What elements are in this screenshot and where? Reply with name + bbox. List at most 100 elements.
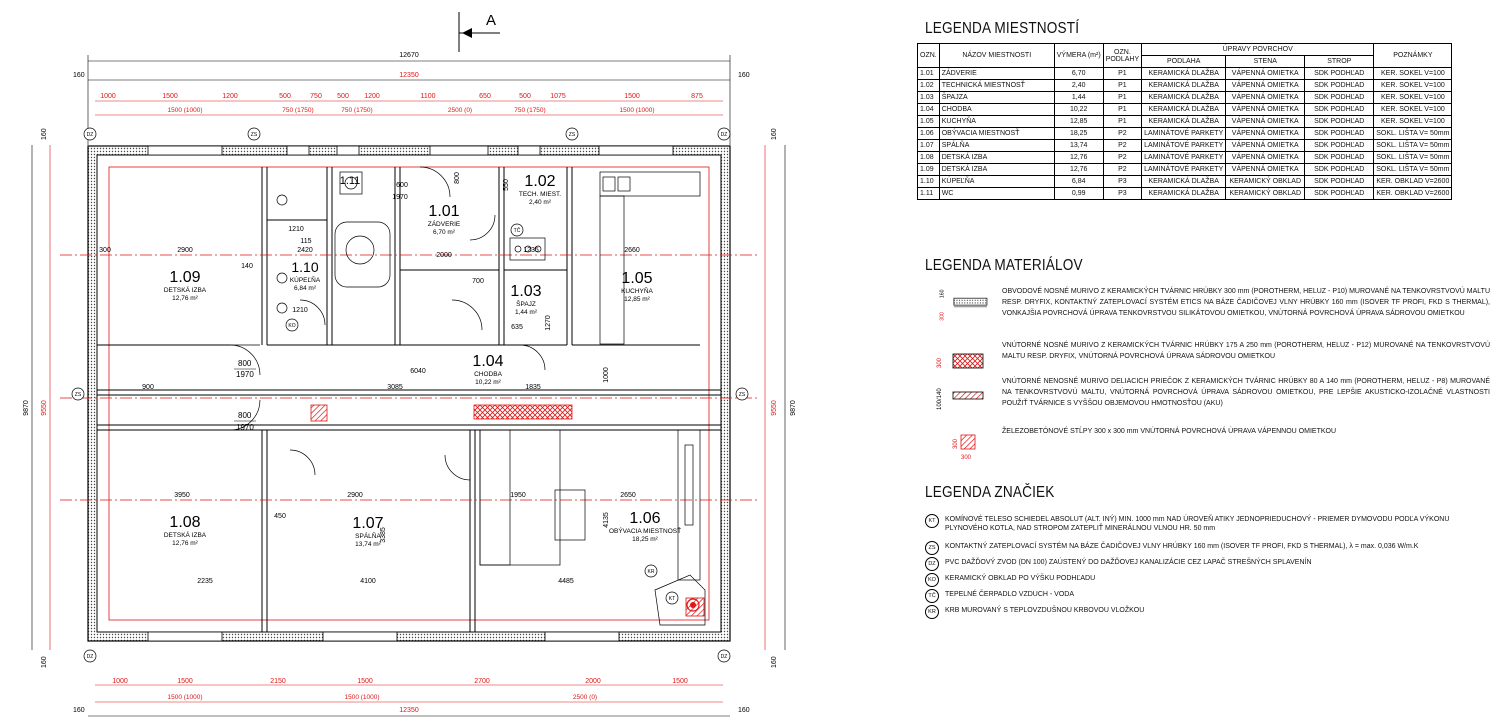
plan-symbol-tč: TČ (510, 223, 524, 237)
plan-symbol-label: ZS (251, 132, 258, 138)
plan-symbol-dz: DZ (83, 649, 97, 663)
inner-dim-25: 4135 (603, 512, 610, 528)
inner-dim-14: 1210 (288, 226, 304, 233)
dim-top-seg-5: 500 (337, 93, 349, 100)
rooms-table-cell: 18,25 (1053, 127, 1104, 140)
rooms-table-cell: SDK PODHĽAD (1304, 127, 1375, 140)
dim-top-seg-1: 1500 (162, 93, 178, 100)
door-label-2: 800 1970 (234, 411, 256, 432)
rooms-table-cell: KER. SOKEL V=100 (1373, 67, 1453, 80)
room-name: CHODBA (474, 371, 502, 378)
rooms-table-cell: KERAMICKÁ DLAŽBA (1141, 91, 1227, 104)
dim-top-opening-3: 2500 (0) (448, 107, 472, 114)
rooms-table-cell: P1 (1102, 79, 1143, 92)
dim-left-side-top: 160 (41, 128, 48, 140)
inner-dim-23: 300 (99, 247, 111, 254)
rooms-table-cell: 10,22 (1053, 103, 1104, 116)
rooms-table-cell: KER. SOKEL V=100 (1373, 91, 1453, 104)
rooms-table-cell: SOKL. LIŠTA V= 50mm (1373, 139, 1453, 152)
dim-right-side-top: 160 (771, 128, 778, 140)
inner-dim-0: 2900 (177, 247, 193, 254)
rooms-table-cell: SDK PODHĽAD (1304, 67, 1375, 80)
rooms-table-cell: 0,99 (1053, 187, 1104, 200)
rooms-table-cell: SDK PODHĽAD (1304, 79, 1375, 92)
plan-symbol-zs: ZS (565, 127, 579, 141)
inner-dim-11: 1835 (525, 384, 541, 391)
room-area: 12,85 m² (624, 296, 650, 303)
rooms-table-cell: 13,74 (1053, 139, 1104, 152)
room-number: 1.10 (291, 259, 318, 275)
rooms-table-cell: KER. SOKEL V=100 (1373, 115, 1453, 128)
room-name: KÚPEĽŇA (290, 275, 321, 284)
rooms-table-cell: ZÁDVERIE (938, 67, 1055, 80)
rooms-table-cell: 6,70 (1053, 67, 1104, 80)
rooms-table-cell: VÁPENNÁ OMIETKA (1225, 139, 1306, 152)
dims-bottom-openings: 1500 (1000)1500 (1000)2500 (0) (167, 694, 597, 701)
rooms-table-cell: LAMINÁTOVÉ PARKETY (1141, 139, 1227, 152)
inner-dim-5: 2650 (620, 492, 636, 499)
inner-dim-30: 450 (274, 513, 286, 520)
dim-bottom-seg-4: 2700 (474, 678, 490, 685)
rooms-table-cell: 1.09 (917, 163, 940, 176)
plan-symbol-label: DZ (721, 132, 728, 138)
dim-bottom-side-left: 160 (73, 707, 85, 714)
door-width-1: 800 (238, 359, 252, 368)
mark-symbol-icon: DZ (925, 557, 939, 571)
plan-symbol-label: ZS (739, 392, 746, 398)
section-marker-label: A (486, 12, 496, 29)
room-name: TECH. MIEST. (519, 191, 561, 198)
plan-symbol-kt: KT (665, 591, 679, 605)
rooms-table-cell: LAMINÁTOVÉ PARKETY (1141, 163, 1227, 176)
rooms-table-cell: TECHNICKÁ MIESTNOSŤ (938, 79, 1055, 92)
rooms-table-cell: LAMINÁTOVÉ PARKETY (1141, 127, 1227, 140)
room-number: 1.06 (629, 510, 660, 527)
room-area: 12,76 m² (172, 540, 198, 547)
dim-top-seg-12: 875 (691, 93, 703, 100)
room-number: 1.11 (340, 175, 361, 187)
plan-symbol-label: DZ (87, 132, 94, 138)
rooms-table-cell: SDK PODHĽAD (1304, 187, 1375, 200)
rooms-table-cell: 1.04 (917, 103, 940, 116)
inner-dim-28: 550 (503, 179, 510, 191)
rooms-table-cell: VÁPENNÁ OMIETKA (1225, 151, 1306, 164)
mark-text: KOMÍNOVÉ TELESO SCHIEDEL ABSOLUT (ALT. I… (945, 516, 1450, 532)
dim-top-seg-11: 1500 (624, 93, 640, 100)
dim-bottom-seg-6: 1500 (672, 678, 688, 685)
marks-legend-title: LEGENDA ZNAČIEK (925, 484, 1055, 501)
dim-top-overall: 12670 (399, 52, 419, 59)
room-area: 12,76 m² (172, 295, 198, 302)
inner-dim-1: 2660 (624, 247, 640, 254)
room-number: 1.05 (621, 270, 652, 287)
rooms-table-cell: P2 (1102, 151, 1143, 164)
rooms-table-cell: WC (938, 187, 1055, 200)
inner-dim-12: 900 (142, 384, 154, 391)
col-floor-code: OZN. PODLAHY (1102, 43, 1143, 68)
legends-panel: LEGENDA MIESTNOSTÍ OZN. NÁZOV MIESTNOSTI… (915, 0, 1490, 720)
rooms-table-cell: 2,40 (1053, 79, 1104, 92)
dim-top-seg-2: 1200 (222, 93, 238, 100)
inner-dim-3: 2900 (347, 492, 363, 499)
inner-dim-22: 140 (241, 263, 253, 270)
dim-top-opening-1: 750 (1750) (282, 107, 313, 114)
rooms-table-cell: VÁPENNÁ OMIETKA (1225, 79, 1306, 92)
exterior-walls (87, 145, 731, 642)
dim-bottom-opening-2: 2500 (0) (573, 694, 597, 701)
mark-text: KONTAKTNÝ ZATEPLOVACÍ SYSTÉM NA BÁZE ČAD… (945, 543, 1419, 550)
plan-symbol-label: KR (648, 569, 655, 575)
door-width-2: 800 (238, 411, 252, 420)
col-strop: STROP (1304, 55, 1375, 68)
door-height-1: 1970 (236, 370, 254, 379)
inner-dim-15: 2000 (436, 252, 452, 259)
plan-symbol-dz: DZ (717, 649, 731, 663)
rooms-table-cell: 1.10 (917, 175, 940, 188)
rooms-table-cell: P1 (1102, 103, 1143, 116)
